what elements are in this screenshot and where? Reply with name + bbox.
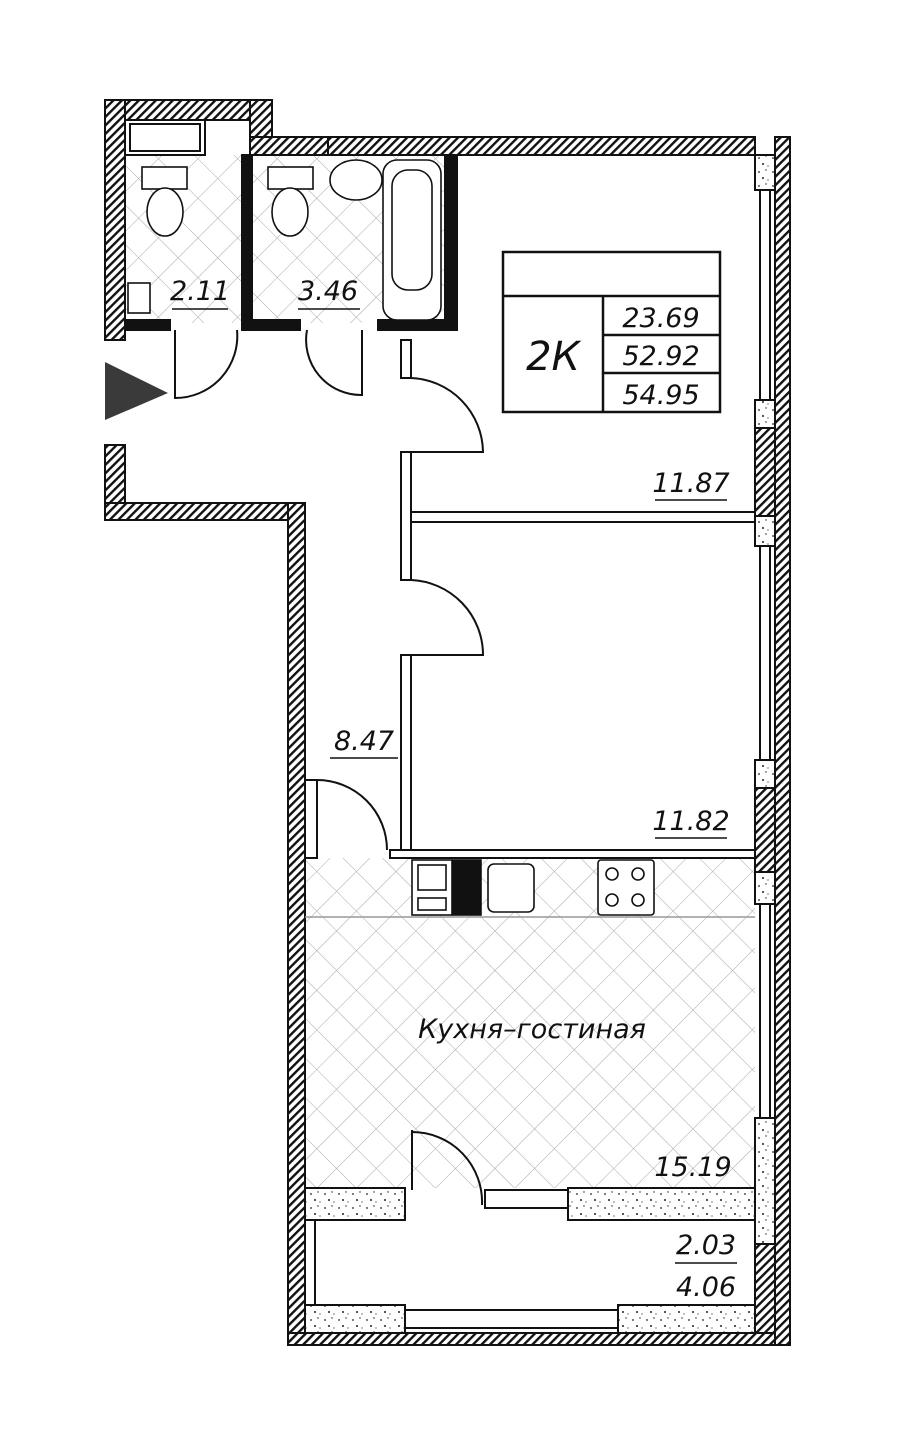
balcony-reduced-area: 2.03 bbox=[676, 1230, 736, 1261]
hallway-area: 8.47 bbox=[334, 726, 394, 757]
apartment-summary-box bbox=[501, 250, 722, 414]
walls bbox=[104, 99, 791, 1346]
kitchen-living-name: Кухня–гостиная bbox=[418, 1014, 646, 1045]
rooms-count-label: 2К bbox=[526, 334, 581, 380]
bedroom-1-area: 11.87 bbox=[652, 468, 729, 499]
sink bbox=[329, 159, 383, 201]
toilet-bowl bbox=[146, 187, 184, 237]
bedroom-2-area: 11.82 bbox=[652, 806, 729, 837]
toilet-tank bbox=[141, 166, 188, 190]
entrance-arrow-icon bbox=[105, 362, 168, 420]
fixtures bbox=[127, 159, 755, 918]
total-area: 52.92 bbox=[622, 341, 699, 372]
bathroom-area: 3.46 bbox=[298, 276, 358, 307]
kitchen-living-area: 15.19 bbox=[654, 1152, 731, 1183]
wc-area: 2.11 bbox=[170, 276, 230, 307]
doors bbox=[174, 329, 485, 1206]
total-area-with-balcony: 54.95 bbox=[622, 380, 699, 411]
living-area: 23.69 bbox=[622, 303, 699, 334]
balcony-full-area: 4.06 bbox=[676, 1272, 736, 1303]
stove bbox=[597, 859, 655, 916]
kitchen-floor bbox=[305, 858, 755, 1188]
kitchen-sink bbox=[487, 863, 535, 913]
